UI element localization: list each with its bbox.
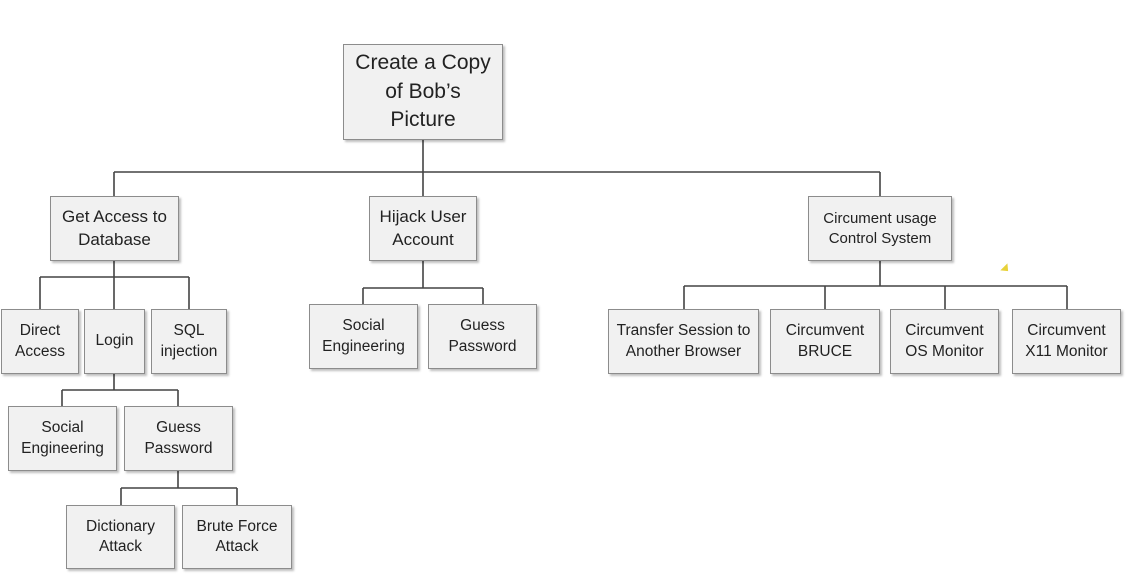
node-circumvent-usage-control: Circument usage Control System (808, 196, 952, 261)
node-login: Login (84, 309, 145, 374)
node-direct-access: Direct Access (1, 309, 79, 374)
node-hijack-guess-password: Guess Password (428, 304, 537, 369)
node-login-guess-password: Guess Password (124, 406, 233, 471)
node-hijack-user-account: Hijack User Account (369, 196, 477, 261)
node-circumvent-x11-monitor: Circumvent X11 Monitor (1012, 309, 1121, 374)
node-get-access-database: Get Access to Database (50, 196, 179, 261)
node-brute-force-attack: Brute Force Attack (182, 505, 292, 569)
node-login-social-engineering: Social Engineering (8, 406, 117, 471)
node-sql-injection: SQL injection (151, 309, 227, 374)
node-circumvent-bruce: Circumvent BRUCE (770, 309, 880, 374)
node-circumvent-os-monitor: Circumvent OS Monitor (890, 309, 999, 374)
root-node: Create a Copy of Bob’s Picture (343, 44, 503, 140)
node-transfer-session: Transfer Session to Another Browser (608, 309, 759, 374)
node-hijack-social-engineering: Social Engineering (309, 304, 418, 369)
node-dictionary-attack: Dictionary Attack (66, 505, 175, 569)
